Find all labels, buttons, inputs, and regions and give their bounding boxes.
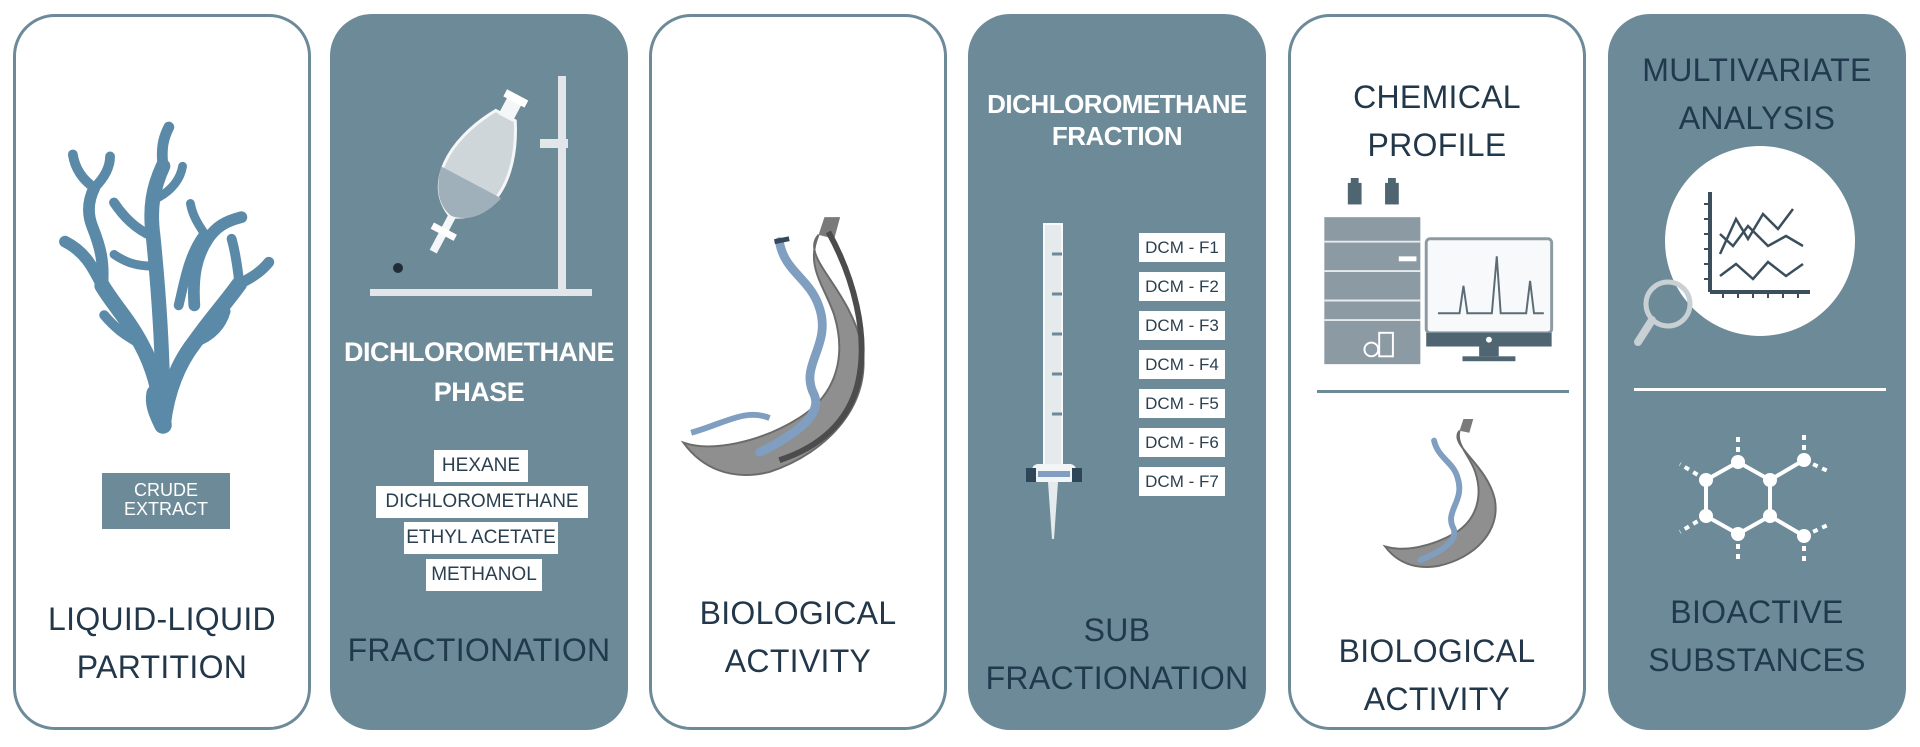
solvent-methanol: METHANOL [426, 559, 542, 591]
solvent-hexane: HEXANE [434, 450, 528, 482]
caption-line2: SUBSTANCES [1648, 642, 1866, 678]
fraction-f5: DCM - F5 [1139, 389, 1225, 418]
caption-line1: LIQUID-LIQUID [48, 601, 276, 637]
panel-fractionation: DICHLOROMETHANE PHASE HEXANE DICHLOROMET… [330, 14, 628, 730]
hplc-instrument-icon [1324, 177, 1421, 365]
panel-chemical-profile: CHEMICAL PROFILE [1288, 14, 1586, 730]
fraction-f4: DCM - F4 [1139, 350, 1225, 379]
caption-line2: PARTITION [76, 649, 248, 685]
panel-liquid-partition: CRUDE EXTRACT LIQUID-LIQUID PARTITION [13, 14, 311, 730]
schistosoma-worm-icon [1382, 419, 1497, 568]
caption-line1: BIOLOGICAL [1338, 633, 1536, 669]
crude-extract-line2: EXTRACT [123, 499, 208, 519]
chromatogram-monitor-icon [1424, 237, 1554, 362]
heading-line1: MULTIVARIATE [1642, 52, 1872, 88]
crude-extract-label: CRUDE EXTRACT [102, 473, 230, 529]
panel-sub-fractionation: DICHLOROMETHANE FRACTION DCM - F1 DCM - … [968, 14, 1266, 730]
separatory-funnel-icon [370, 76, 592, 296]
section-divider [1634, 388, 1886, 391]
fraction-f2: DCM - F2 [1139, 272, 1225, 301]
section-divider [1317, 390, 1569, 393]
fraction-f6: DCM - F6 [1139, 428, 1225, 457]
heading-line2: PHASE [433, 377, 525, 407]
heading-line2: ANALYSIS [1678, 100, 1836, 136]
heading-line1: DICHLOROMETHANE [344, 337, 615, 367]
panel-biological-activity: BIOLOGICAL ACTIVITY [649, 14, 947, 730]
magnifier-chart-icon [1634, 146, 1855, 346]
heading-line2: FRACTION [1051, 121, 1183, 151]
caption-line2: FRACTIONATION [985, 660, 1249, 696]
caption-line2: ACTIVITY [1363, 681, 1511, 717]
burette-column-icon [1026, 223, 1082, 539]
molecule-structure-icon [1678, 434, 1831, 564]
solvent-dichloromethane: DICHLOROMETHANE [376, 486, 588, 518]
fraction-f3: DCM - F3 [1139, 311, 1225, 340]
solvent-ethyl-acetate: ETHYL ACETATE [404, 522, 558, 554]
coral-icon [59, 121, 275, 434]
schistosoma-worm-icon [680, 217, 865, 476]
fraction-f1: DCM - F1 [1139, 233, 1225, 262]
heading-line1: CHEMICAL [1353, 79, 1521, 115]
caption-line2: ACTIVITY [724, 643, 872, 679]
fraction-f7: DCM - F7 [1139, 467, 1225, 496]
heading-line1: DICHLOROMETHANE [987, 89, 1247, 119]
panel-multivariate-analysis: MULTIVARIATE ANALYSIS [1608, 14, 1906, 730]
molecule-atoms [1699, 453, 1811, 543]
heading-line2: PROFILE [1367, 127, 1507, 163]
caption-line1: BIOACTIVE [1670, 594, 1844, 630]
caption-line1: BIOLOGICAL [699, 595, 897, 631]
caption: FRACTIONATION [347, 632, 611, 668]
crude-extract-line1: CRUDE [133, 480, 198, 500]
caption-line1: SUB [1083, 612, 1151, 648]
